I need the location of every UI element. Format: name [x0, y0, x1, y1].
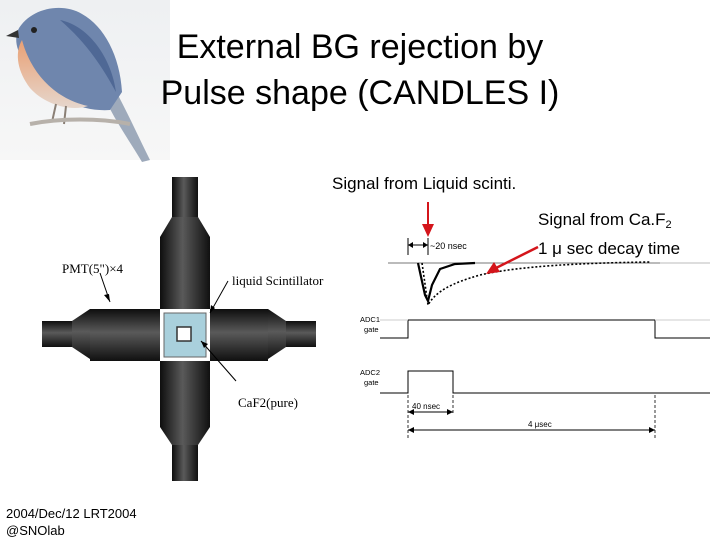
- adc1-gate: [380, 319, 710, 339]
- footer-line-2: @SNOlab: [6, 523, 65, 538]
- bluebird-image: [0, 0, 170, 162]
- signal-ls-label: Signal from Liquid scinti.: [332, 174, 517, 193]
- title-line-2: Pulse shape (CANDLES I): [160, 74, 560, 112]
- ls-pulse: [416, 261, 476, 305]
- signal-caf-line-2: 1 μ sec decay time: [538, 239, 681, 258]
- caf2-crystal: [176, 326, 192, 342]
- pmt-bottom: [172, 445, 198, 481]
- pmt-top-cone: [160, 217, 210, 237]
- pmt-bottom-cone: [160, 427, 210, 445]
- pmt-left: [42, 321, 72, 347]
- footer-line-1: 2004/Dec/12 LRT2004: [6, 506, 137, 521]
- red-arrow-caf2: [486, 245, 539, 274]
- pmt-right: [286, 321, 316, 347]
- liquid-scintillator-label: liquid Scintillator: [232, 273, 324, 288]
- pmt-left-cone: [72, 309, 90, 359]
- slide-title: External BG rejection by Pulse shape (CA…: [110, 24, 610, 116]
- red-arrow-ls: [422, 202, 434, 237]
- adc1-width-label: 4 μsec: [528, 420, 552, 429]
- detector-diagram: PMT(5")×4 liquid Scintillator CaF2(pure): [42, 177, 324, 481]
- adc2-width-label: 40 nsec: [412, 402, 440, 411]
- signal-caf-label: Signal from Ca.F2 1 μ sec decay time: [538, 208, 680, 261]
- footer: 2004/Dec/12 LRT2004 @SNOlab: [6, 505, 137, 539]
- pmt-label: PMT(5")×4: [62, 261, 124, 276]
- signal-caf-line-1: Signal from Ca.F2: [538, 210, 672, 231]
- pmt-top: [172, 177, 198, 217]
- pmt-right-cone: [268, 309, 286, 359]
- adc2-gate: [380, 370, 710, 394]
- title-line-1: External BG rejection by: [176, 28, 544, 66]
- caf2-label: CaF2(pure): [238, 395, 298, 410]
- pulse-width-label: ~20 nsec: [430, 241, 467, 251]
